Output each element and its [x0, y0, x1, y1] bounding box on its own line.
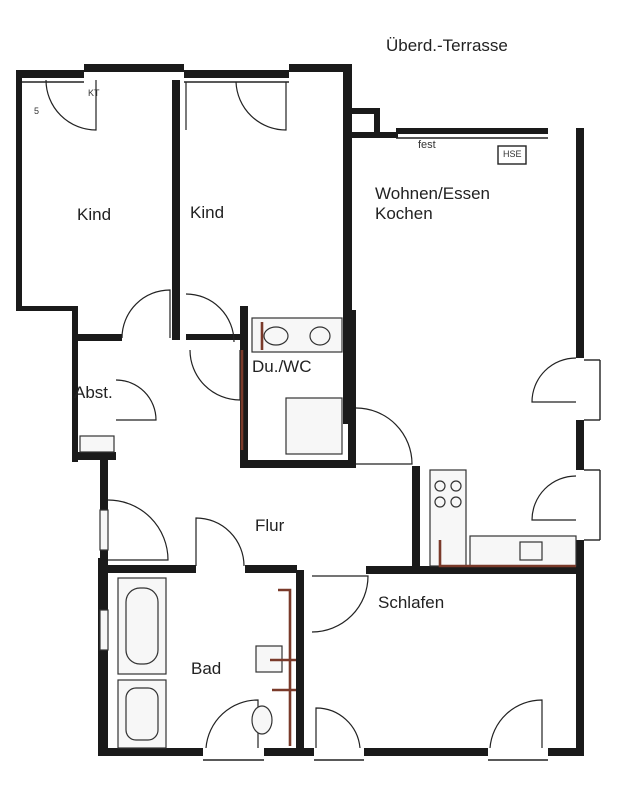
kind1-code: KT	[88, 88, 100, 98]
walls	[16, 64, 584, 756]
room-label-schlafen: Schlafen	[378, 593, 445, 612]
doors	[45, 79, 577, 749]
fixtures	[79, 317, 577, 749]
terrace-label: Überd.-Terrasse	[386, 36, 508, 55]
room-label-du-wc: Du./WC	[252, 357, 312, 376]
room-label-kind-1: Kind	[77, 205, 112, 224]
room-label-wohnen: Wohnen/Essen Kochen	[375, 184, 490, 223]
hse-label: HSE	[503, 149, 522, 159]
room-label-bad: Bad	[191, 659, 222, 678]
room-label-kind-2: Kind	[190, 203, 225, 222]
fixed-window-label: fest	[418, 139, 436, 151]
room-label-flur: Flur	[255, 516, 285, 535]
kind1-number: 5	[34, 106, 40, 116]
pipes	[240, 322, 576, 746]
room-label-abst: Abst.	[74, 383, 113, 402]
